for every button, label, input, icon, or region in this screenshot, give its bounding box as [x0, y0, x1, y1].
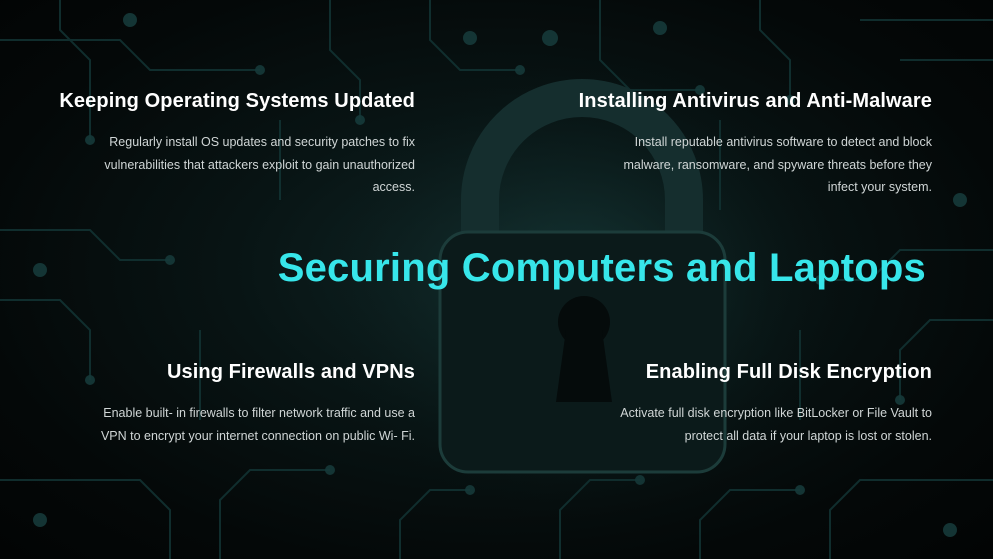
section-heading: Installing Antivirus and Anti-Malware [578, 90, 932, 112]
section-firewalls-vpns: Using Firewalls and VPNs Enable built- i… [36, 361, 415, 447]
section-text-line: infect your system. [827, 180, 932, 194]
page-title: Securing Computers and Laptops [277, 246, 926, 290]
section-os-updates: Keeping Operating Systems Updated Regula… [36, 90, 415, 199]
section-text-line: vulnerabilities that attackers exploit t… [104, 157, 415, 172]
section-disk-encryption: Enabling Full Disk Encryption Activate f… [540, 361, 932, 447]
section-text-line: Activate full disk encryption like BitLo… [620, 406, 932, 420]
section-heading: Enabling Full Disk Encryption [645, 361, 932, 383]
section-text-line: VPN to encrypt your internet connection … [100, 428, 415, 443]
section-antivirus: Installing Antivirus and Anti-Malware In… [540, 90, 932, 199]
section-text-line: Regularly install OS updates and securit… [109, 135, 415, 149]
section-text-line: Enable built- in firewalls to filter net… [103, 406, 415, 420]
section-heading: Keeping Operating Systems Updated [59, 90, 415, 112]
section-text-line: protect all data if your laptop is lost … [684, 428, 932, 443]
section-text-line: malware, ransomware, and spyware threats… [623, 157, 932, 172]
section-heading: Using Firewalls and VPNs [166, 361, 415, 383]
section-text-line: access. [372, 180, 415, 194]
section-text-line: Install reputable antivirus software to … [634, 135, 932, 149]
